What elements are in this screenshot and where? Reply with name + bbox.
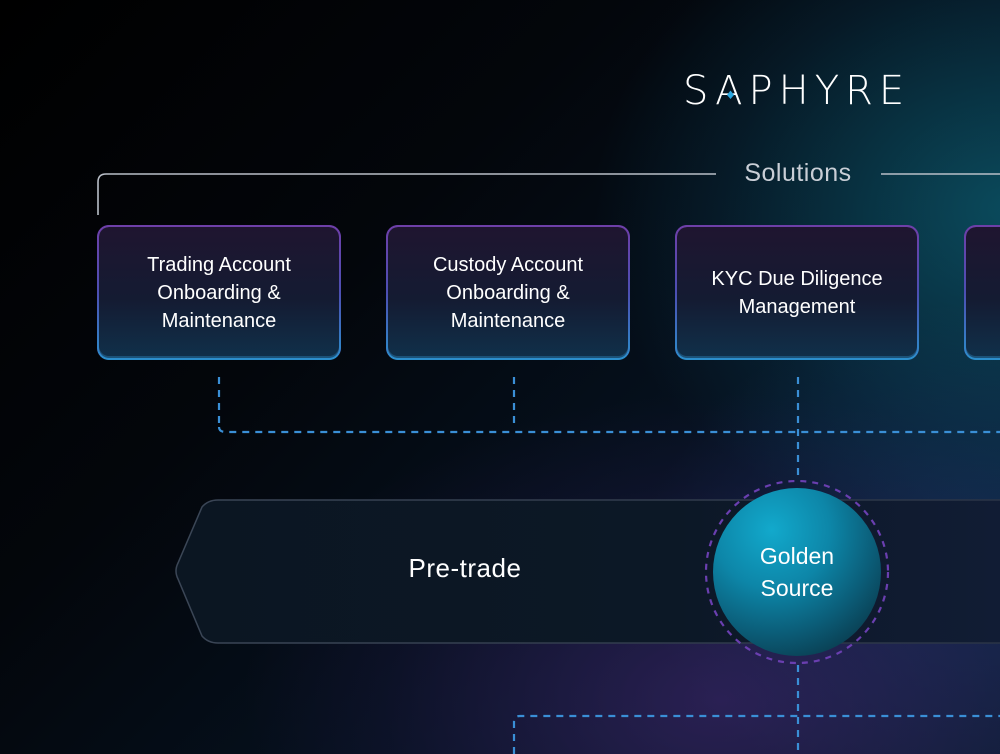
golden-source-hub[interactable]: Golden Source [713,488,881,656]
connector-horizontal-top [217,426,1000,434]
logo-wordmark: SAPHYRE [683,68,910,112]
solution-card-trading-account[interactable]: Trading Account Onboarding & Maintenance [97,225,341,360]
logo-gem-icon [727,90,734,99]
solution-card-label: Custody Account Onboarding & Maintenance [432,253,584,332]
pretrade-label: Pre-trade [408,553,522,583]
connector-horizontal-bottom [512,714,1000,754]
solution-card-label: Trading Account Onboarding & Maintenance [147,253,291,332]
golden-source-ring [704,479,890,665]
solution-card-custody-account[interactable]: Custody Account Onboarding & Maintenance [386,225,630,360]
solution-card-kyc-due-diligence[interactable]: KYC Due Diligence Management [675,225,919,360]
solutions-bracket [97,173,716,215]
solutions-label: Solutions [744,159,852,187]
golden-source-label: Golden Source [759,543,835,601]
solution-card-partial[interactable] [964,225,1000,360]
solution-card-label: KYC Due Diligence Management [711,267,883,318]
saphyre-logo: SAPHYRE [683,68,910,112]
